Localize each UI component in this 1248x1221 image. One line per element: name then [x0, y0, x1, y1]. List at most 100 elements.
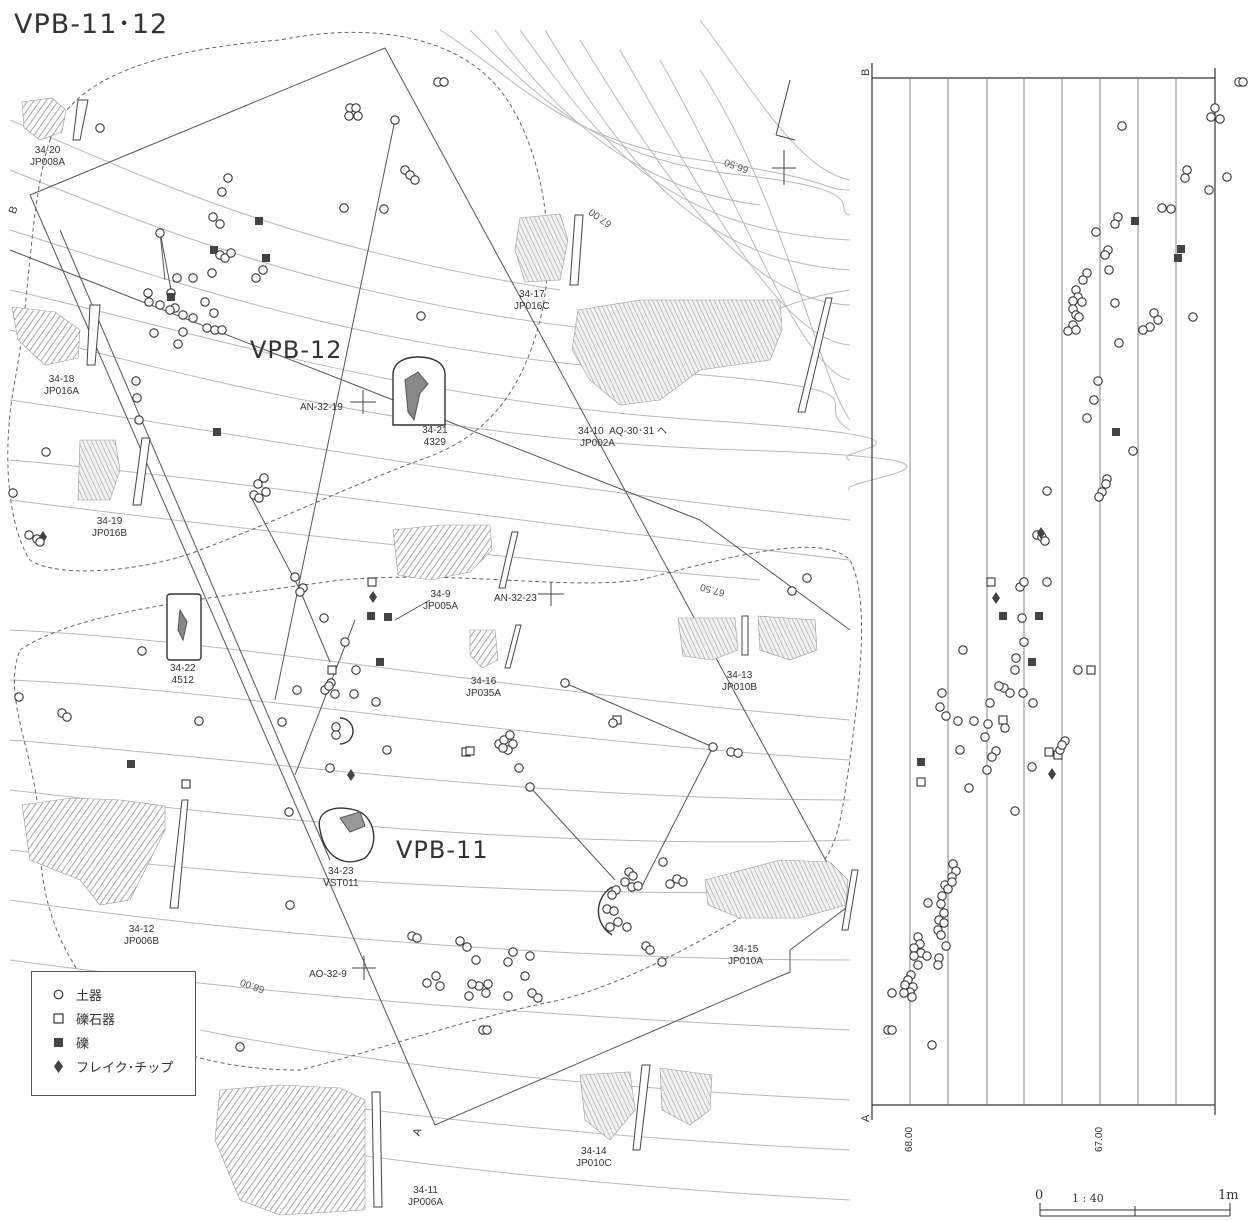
pottery-symbol [410, 175, 420, 185]
pottery-symbol [733, 748, 743, 758]
flake-symbol [1037, 527, 1045, 539]
pottery-symbol [200, 297, 210, 307]
pottery-symbol [62, 712, 72, 722]
scale-ratio: 1 : 40 [1072, 1192, 1104, 1205]
pottery-symbol [947, 877, 957, 887]
pebble-symbol [376, 658, 384, 666]
area-label-vpb12: ⅤPB-12 [250, 336, 343, 364]
pottery-symbol [987, 752, 997, 762]
grid-lines [9, 47, 851, 1126]
pottery-symbol [35, 537, 45, 547]
pottery-symbol [220, 253, 230, 263]
pottery-symbol [379, 204, 389, 214]
pottery-symbol [560, 678, 570, 688]
pottery-symbol [907, 992, 917, 1002]
pottery-symbol [178, 327, 188, 337]
pottery-symbol [1042, 577, 1052, 587]
pebble-symbol [262, 254, 270, 262]
pottery-symbol [520, 971, 530, 981]
pottery-symbol [527, 988, 537, 998]
pottery-symbol [1210, 103, 1220, 113]
pottery-symbol [609, 906, 619, 916]
pottery-symbol [1114, 338, 1124, 348]
pottery-symbol [1074, 312, 1084, 322]
pottery-symbol [936, 899, 946, 909]
pottery-symbol [620, 877, 630, 887]
pottery-symbol [390, 115, 400, 125]
pebble-symbol [1112, 428, 1120, 436]
pottery-symbol [708, 742, 718, 752]
pebble-symbol [1035, 612, 1043, 620]
grid-point-label: AO-32-9 [309, 969, 347, 980]
pottery-symbol [802, 573, 812, 583]
pottery-symbol [217, 325, 227, 335]
flake-symbol [992, 592, 1000, 604]
pottery-symbol [178, 310, 188, 320]
pottery-symbol [622, 922, 632, 932]
pottery-symbol [887, 1025, 897, 1035]
pottery-symbol [1019, 637, 1029, 647]
pottery-symbol [235, 1042, 245, 1052]
pottery-symbol [173, 339, 183, 349]
pottery-symbol [1110, 298, 1120, 308]
pottery-symbol [331, 730, 341, 740]
pebble-tool-symbol [998, 715, 1008, 725]
pottery-symbol [508, 739, 518, 749]
pottery-symbol [1017, 613, 1027, 623]
pebble-symbol [127, 760, 135, 768]
pottery-symbol [665, 879, 675, 889]
pottery-symbol [939, 908, 949, 918]
scale-bar [1039, 1203, 1231, 1217]
pottery-symbol [292, 685, 302, 695]
pottery-symbol [155, 228, 165, 238]
pottery-symbol [514, 763, 524, 773]
legend-item-flake-chip: フレイク･チップ [52, 1054, 195, 1078]
pottery-symbol [1068, 296, 1078, 306]
pottery-symbol [143, 288, 153, 298]
pebble-tool-symbol [465, 746, 475, 756]
pottery-symbol [254, 493, 264, 503]
pottery-symbol [482, 1025, 492, 1035]
pottery-symbol [955, 745, 965, 755]
pottery-symbol [284, 807, 294, 817]
pottery-symbol [1093, 376, 1103, 386]
pottery-symbol [1091, 227, 1101, 237]
pottery-symbol [422, 978, 432, 988]
grid-crosses [350, 79, 796, 980]
pit-features [166, 356, 613, 936]
pebble-tool-symbol [1086, 665, 1096, 675]
pottery-symbol [1153, 315, 1163, 325]
pottery-symbol [412, 933, 422, 943]
legend-item-pebble-tool: 礫石器 [52, 1006, 195, 1030]
pottery-symbol [658, 857, 668, 867]
pottery-symbol [939, 918, 949, 928]
pebble-tool-symbol [986, 577, 996, 587]
pottery-symbol [923, 898, 933, 908]
grid-point-label: AN-32-23 [494, 593, 537, 604]
pottery-symbol [471, 955, 481, 965]
pottery-symbol [253, 479, 263, 489]
pottery-symbol [325, 763, 335, 773]
pebble-symbol [1177, 245, 1185, 253]
pottery-symbol [922, 951, 932, 961]
pottery-symbol [137, 646, 147, 656]
section-profile [871, 63, 1216, 1120]
pottery-symbol [194, 716, 204, 726]
pottery-symbol [188, 273, 198, 283]
section-end-b: B [860, 68, 872, 76]
pottery-symbol [1089, 395, 1099, 405]
pebble-symbol [1174, 254, 1182, 262]
pebble-tool-symbol [916, 777, 926, 787]
pottery-symbol [1073, 665, 1083, 675]
pebble-symbol [999, 612, 1007, 620]
pottery-symbol [909, 951, 919, 961]
pottery-symbol [937, 688, 947, 698]
pebble-tool-symbol [327, 665, 337, 675]
pottery-symbol [1082, 413, 1092, 423]
pottery-symbol [1206, 112, 1216, 122]
